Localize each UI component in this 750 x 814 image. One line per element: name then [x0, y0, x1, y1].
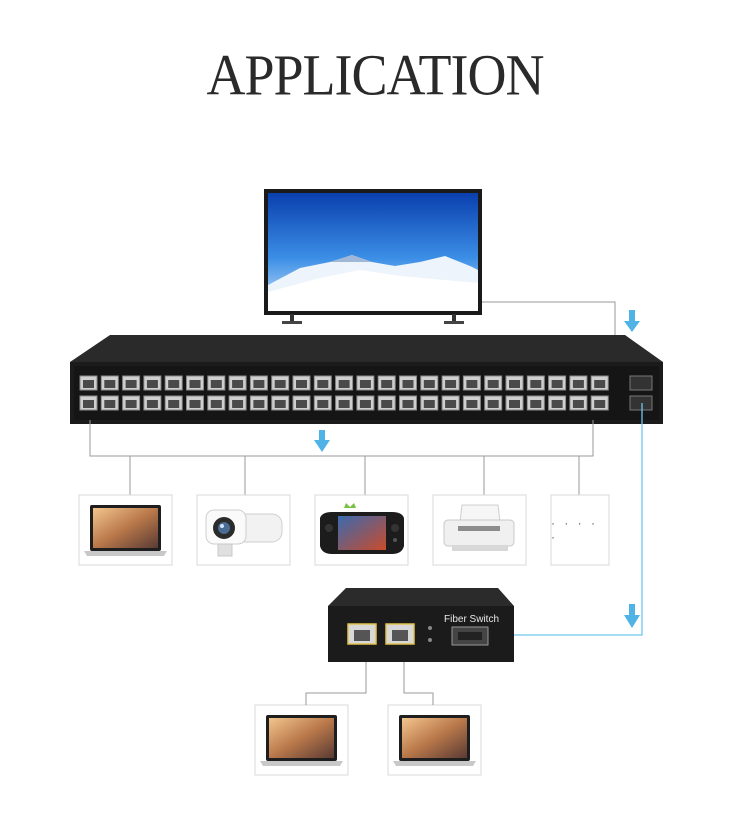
port-socket	[146, 400, 158, 408]
device-card	[550, 494, 610, 566]
port-socket	[338, 380, 350, 388]
fiber-switch-lines	[305, 662, 434, 705]
port-socket	[83, 380, 94, 388]
port-socket	[232, 380, 244, 388]
port-socket	[466, 400, 478, 408]
port-socket	[594, 380, 606, 388]
laptop-icon	[84, 505, 167, 556]
port-socket	[104, 380, 116, 388]
port-socket	[189, 380, 201, 388]
distribution-lines	[89, 420, 594, 495]
game-console-icon	[320, 503, 404, 554]
port-array	[79, 375, 609, 411]
port-socket	[146, 380, 158, 388]
port-socket	[423, 400, 435, 408]
fiber-link-line	[510, 403, 643, 636]
port-socket	[509, 400, 520, 408]
port-socket	[572, 400, 584, 408]
port-socket	[530, 400, 542, 408]
port-socket	[274, 380, 286, 388]
port-socket	[168, 400, 180, 408]
printer-icon	[443, 504, 515, 551]
port-socket	[83, 400, 94, 408]
port-socket	[296, 400, 307, 408]
port-socket	[487, 380, 499, 388]
port-socket	[253, 400, 265, 408]
port-socket	[445, 380, 457, 388]
port-socket	[210, 400, 222, 408]
port-socket	[338, 400, 350, 408]
port-socket	[210, 380, 222, 388]
port-socket	[594, 400, 606, 408]
ip-camera-icon	[205, 509, 283, 557]
port-socket	[572, 380, 584, 388]
page-title: APPLICATION	[206, 42, 544, 108]
port-socket	[296, 380, 307, 388]
port-socket	[509, 380, 520, 388]
port-socket	[530, 380, 542, 388]
laptop-icon	[260, 715, 343, 766]
arrow-down-icon	[624, 310, 640, 332]
arrow-down-icon	[624, 604, 640, 628]
tv-icon	[264, 189, 482, 324]
port-socket	[317, 380, 329, 388]
port-socket	[253, 380, 265, 388]
port-socket	[274, 400, 286, 408]
port-socket	[402, 400, 414, 408]
port-socket	[359, 380, 371, 388]
sfp-port	[629, 395, 653, 411]
port-socket	[487, 400, 499, 408]
port-socket	[551, 380, 563, 388]
arrow-down-icon	[314, 430, 330, 452]
port-socket	[423, 380, 435, 388]
fiber-switch-label: Fiber Switch	[444, 614, 500, 625]
port-socket	[445, 400, 457, 408]
laptop-icon	[393, 715, 476, 766]
main-network-switch	[70, 335, 663, 424]
port-socket	[402, 380, 414, 388]
port-socket	[232, 400, 244, 408]
port-socket	[551, 400, 563, 408]
port-socket	[381, 380, 393, 388]
port-socket	[125, 380, 137, 388]
more-devices-placeholder: · · · · ·	[551, 516, 598, 544]
fiber-switch	[328, 588, 514, 662]
port-socket	[466, 380, 478, 388]
port-socket	[189, 400, 201, 408]
sfp-port	[629, 375, 653, 391]
port-socket	[104, 400, 116, 408]
port-socket	[168, 380, 180, 388]
port-socket	[317, 400, 329, 408]
port-socket	[381, 400, 393, 408]
port-socket	[359, 400, 371, 408]
port-socket	[125, 400, 137, 408]
